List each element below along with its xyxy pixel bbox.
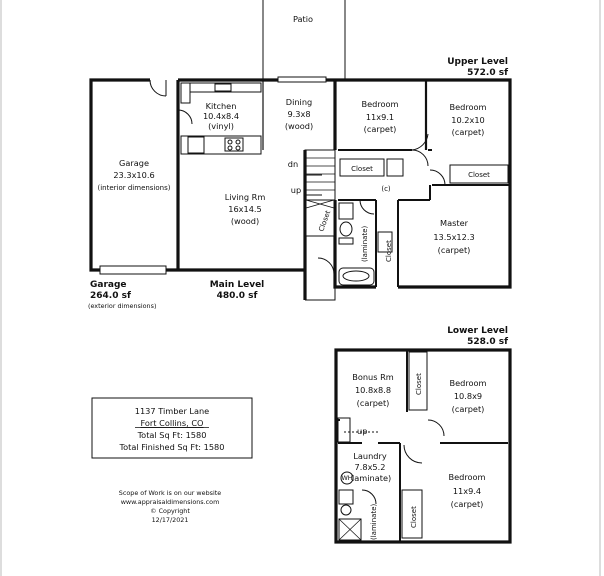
upper-closet-small (386, 158, 404, 177)
lower-stairs (337, 417, 380, 443)
patio: Patio (262, 0, 346, 80)
master-floor: (carpet) (438, 245, 471, 255)
living-name: Living Rm (225, 192, 266, 202)
bonus-floor: (carpet) (357, 398, 390, 408)
footer-line-4: 12/17/2021 (152, 516, 189, 524)
lower-level-area: 528.0 sf (467, 337, 508, 347)
upper-bedroom-2-floor: (carpet) (452, 127, 485, 137)
upper-bedroom-2-door (411, 133, 429, 151)
garage-dims: 23.3x10.6 (113, 170, 154, 180)
footer-line-3: © Copyright (150, 507, 190, 515)
info-total-finished: Total Finished Sq Ft: 1580 (119, 442, 225, 452)
lower-stairs-up: up (357, 426, 367, 436)
hall-c-label: (c) (381, 185, 391, 193)
lower-bath-floor: (laminate) (370, 503, 378, 540)
laundry-name: Laundry (353, 451, 387, 461)
footer-credits: Scope of Work is on our website www.appr… (119, 489, 221, 524)
info-total-sqft: Total Sq Ft: 1580 (137, 430, 207, 440)
stairs-up-label: up (291, 185, 301, 195)
main-closet (305, 199, 335, 237)
upper-bedroom-1-floor: (carpet) (364, 124, 397, 134)
upper-closet-3-label: Closet (385, 240, 393, 262)
sink-icon (214, 83, 232, 92)
upper-bath-fixtures (338, 202, 393, 286)
front-door-swing (317, 257, 335, 275)
lower-closet-1-label: Closet (415, 373, 423, 395)
upper-bath-floor: (laminate) (361, 225, 369, 262)
garage-door-swing (149, 79, 167, 97)
property-info-box: 1137 Timber Lane Fort Collins, CO Total … (91, 397, 253, 459)
lower-bedroom-1-door (427, 419, 445, 437)
kitchen-floor: (vinyl) (208, 121, 234, 131)
garage-note-exterior: (exterior dimensions) (88, 302, 156, 310)
main-stairs (304, 149, 336, 201)
lower-bedroom-2-name: Bedroom (448, 472, 485, 482)
lower-bedroom-1-name: Bedroom (449, 378, 486, 388)
upper-closet-2-label: Closet (468, 171, 490, 179)
water-heater-label: WH (341, 474, 352, 482)
garage-inner-door-swing (177, 109, 193, 125)
dining-name: Dining (286, 97, 312, 107)
lower-walls (334, 348, 512, 544)
lower-closet-1 (408, 351, 428, 411)
upper-bedroom-1-door (411, 149, 429, 167)
laundry-dims: 7.8x5.2 (355, 462, 386, 472)
lower-level-title: Lower Level (447, 326, 508, 336)
lower-bath-door (361, 489, 377, 505)
dining-floor: (wood) (285, 121, 313, 131)
stairs-dn-label: dn (288, 159, 298, 169)
garage-dims-note: (interior dimensions) (97, 184, 170, 192)
main-upper-walls (89, 78, 512, 301)
upper-closet-1 (339, 158, 385, 177)
upper-level-area: 572.0 sf (467, 68, 508, 78)
water-heater-icon (340, 471, 354, 485)
bonus-dims: 10.8x8.8 (355, 385, 391, 395)
upper-bedroom-1-dims: 11x9.1 (366, 112, 394, 122)
lower-bedroom-1-dims: 10.8x9 (454, 391, 482, 401)
dining-dims: 9.3x8 (287, 109, 310, 119)
upper-bedroom-1-name: Bedroom (361, 99, 398, 109)
upper-level-title: Upper Level (447, 57, 508, 67)
upper-closet-2 (449, 164, 509, 184)
footer-line-2: www.appraisaldimensions.com (121, 498, 220, 506)
garage-door (99, 265, 167, 275)
bonus-name: Bonus Rm (352, 372, 394, 382)
lower-bedroom-2-door (403, 444, 423, 464)
upper-bedroom-2-dims: 10.2x10 (451, 115, 485, 125)
patio-label: Patio (293, 14, 313, 24)
lower-bath-fixtures (338, 489, 423, 541)
master-door (429, 169, 446, 186)
garage-note-area: 264.0 sf (90, 291, 131, 301)
fridge-icon (187, 136, 205, 154)
upper-bedroom-2-name: Bedroom (449, 102, 486, 112)
master-dims: 13.5x12.3 (433, 232, 474, 242)
lower-bedroom-1-floor: (carpet) (452, 404, 485, 414)
upper-bath-door (359, 199, 375, 215)
laundry-floor: (laminate) (349, 473, 391, 483)
kitchen-dims: 10.4x8.4 (203, 111, 239, 121)
patio-slider-door (277, 76, 327, 83)
stove-icon (224, 137, 244, 152)
upper-closet-1-label: Closet (351, 165, 373, 173)
master-name: Master (440, 218, 469, 228)
kitchen-area (180, 80, 264, 155)
garage-name: Garage (119, 158, 149, 168)
info-address: 1137 Timber Lane (135, 406, 209, 416)
garage-note-title: Garage (90, 280, 127, 290)
living-floor: (wood) (231, 216, 259, 226)
kitchen-name: Kitchen (206, 101, 237, 111)
lower-closet-2-label: Closet (410, 506, 418, 528)
info-city: Fort Collins, CO (141, 418, 204, 428)
living-dims: 16x14.5 (228, 204, 262, 214)
main-level-area: 480.0 sf (217, 291, 258, 301)
lower-bedroom-2-dims: 11x9.4 (453, 486, 481, 496)
lower-bedroom-2-floor: (carpet) (451, 499, 484, 509)
footer-line-1: Scope of Work is on our website (119, 489, 221, 497)
main-level-title: Main Level (210, 280, 265, 290)
